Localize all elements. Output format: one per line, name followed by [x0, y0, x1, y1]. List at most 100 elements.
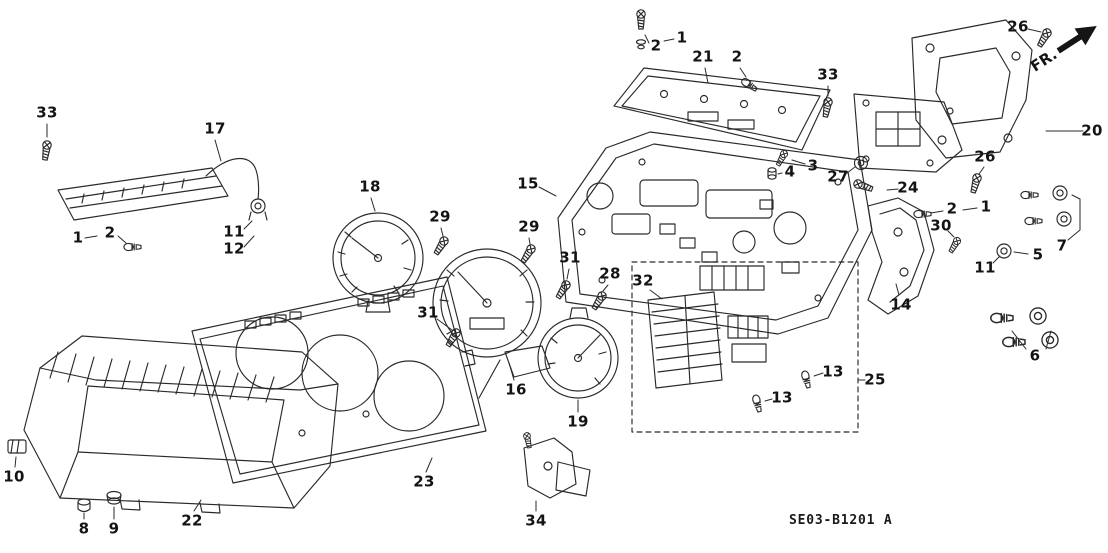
callout-3: 3 [807, 156, 819, 175]
fr-arrow-icon [1056, 26, 1097, 54]
callout-31: 31 [559, 248, 581, 267]
callout-1: 1 [980, 197, 992, 216]
callout-20: 20 [1081, 121, 1103, 140]
callout-31: 31 [417, 303, 439, 322]
screw-1-top [636, 9, 646, 30]
bulb-7-b [1024, 216, 1043, 226]
callout-27: 27 [827, 167, 849, 186]
part-21-plate [613, 67, 831, 151]
grommet-27-hole [857, 159, 865, 167]
part-34-bracket [522, 431, 591, 499]
callout-22: 22 [181, 511, 203, 530]
callout-29: 29 [429, 207, 451, 226]
leader-line [1011, 330, 1027, 350]
callout-21: 21 [692, 47, 714, 66]
leader-line [528, 237, 531, 245]
part-16-speedometer [432, 248, 551, 399]
bulb-2-1-right [913, 209, 932, 219]
part-18-tachometer [332, 212, 424, 313]
leader-line [663, 38, 675, 42]
screw-34 [522, 431, 534, 449]
leader-line [1027, 28, 1042, 33]
part-20-bracket-assembly [853, 19, 1033, 173]
socket-7-b [1056, 211, 1072, 227]
screw-30 [947, 235, 963, 255]
leader-line [508, 362, 515, 381]
leader-line [440, 227, 444, 237]
leader-line [1045, 330, 1052, 350]
callout-15: 15 [517, 174, 539, 193]
callout-9: 9 [108, 519, 120, 538]
leader-line [813, 372, 824, 377]
callout-10: 10 [3, 467, 25, 486]
callout-30: 30 [930, 216, 952, 235]
callout-14: 14 [890, 295, 912, 314]
part-9-grommet [106, 490, 122, 505]
bulb-2-plate [739, 76, 759, 94]
callout-24: 24 [897, 178, 919, 197]
leader-line [644, 34, 650, 44]
callout-34: 34 [525, 511, 547, 530]
socket-11-right [996, 243, 1012, 259]
callout-2: 2 [104, 223, 116, 242]
leader-line [992, 255, 1001, 264]
callout-12: 12 [223, 239, 245, 258]
callout-32: 32 [632, 271, 654, 290]
callout-29: 29 [518, 217, 540, 236]
fr-direction-indicator: FR. [1026, 17, 1102, 77]
callout-6: 6 [1029, 346, 1041, 365]
callout-23: 23 [413, 472, 435, 491]
screw-29-a [431, 234, 451, 257]
leader-lines [14, 28, 1084, 520]
leader-line [425, 457, 433, 473]
leader-line [214, 139, 222, 162]
callout-17: 17 [204, 119, 226, 138]
spacer-4-body [767, 169, 777, 178]
leader-line [243, 220, 253, 230]
screw-29-b [518, 242, 538, 265]
leader-line [739, 67, 747, 78]
leader-line [895, 283, 900, 296]
leader-line [436, 318, 453, 331]
callout-1: 1 [72, 228, 84, 247]
screw-26-mid [968, 172, 983, 195]
leader-line [117, 235, 127, 244]
spacer-4 [767, 167, 777, 173]
callout-4: 4 [784, 162, 796, 181]
leader-line [886, 188, 899, 191]
callout-13: 13 [771, 388, 793, 407]
part-32-connector [647, 291, 769, 389]
bulb-6-b [1002, 336, 1026, 348]
leader-line [538, 186, 557, 197]
leader-line [930, 210, 944, 214]
bulb-7-a [1020, 190, 1039, 200]
hardware [40, 9, 1072, 414]
callout-26: 26 [974, 147, 996, 166]
screw-33-right [820, 96, 834, 119]
callout-2: 2 [650, 36, 662, 55]
socket-6-a [1029, 307, 1047, 325]
callout-7: 7 [1056, 236, 1068, 255]
leader-line [566, 268, 570, 280]
callout-26: 26 [1007, 17, 1029, 36]
callout-33: 33 [36, 103, 58, 122]
bulb-13-b [751, 393, 764, 414]
callout-33: 33 [817, 65, 839, 84]
part-19-gauge [537, 307, 619, 399]
callout-28: 28 [599, 264, 621, 283]
part-23-lens-panel [191, 276, 487, 484]
callout-16: 16 [505, 380, 527, 399]
leader-line [704, 67, 709, 84]
callout-11: 11 [974, 258, 996, 277]
callout-25: 25 [864, 370, 886, 389]
callout-2: 2 [946, 199, 958, 218]
leader-line [193, 499, 202, 512]
spacer-4-base [767, 174, 777, 180]
leader-line [791, 159, 806, 165]
screw-31-b [553, 278, 573, 301]
leader-line [14, 456, 17, 468]
part-10-clip [7, 439, 27, 454]
part-code: SE03-B1201 A [789, 513, 893, 528]
